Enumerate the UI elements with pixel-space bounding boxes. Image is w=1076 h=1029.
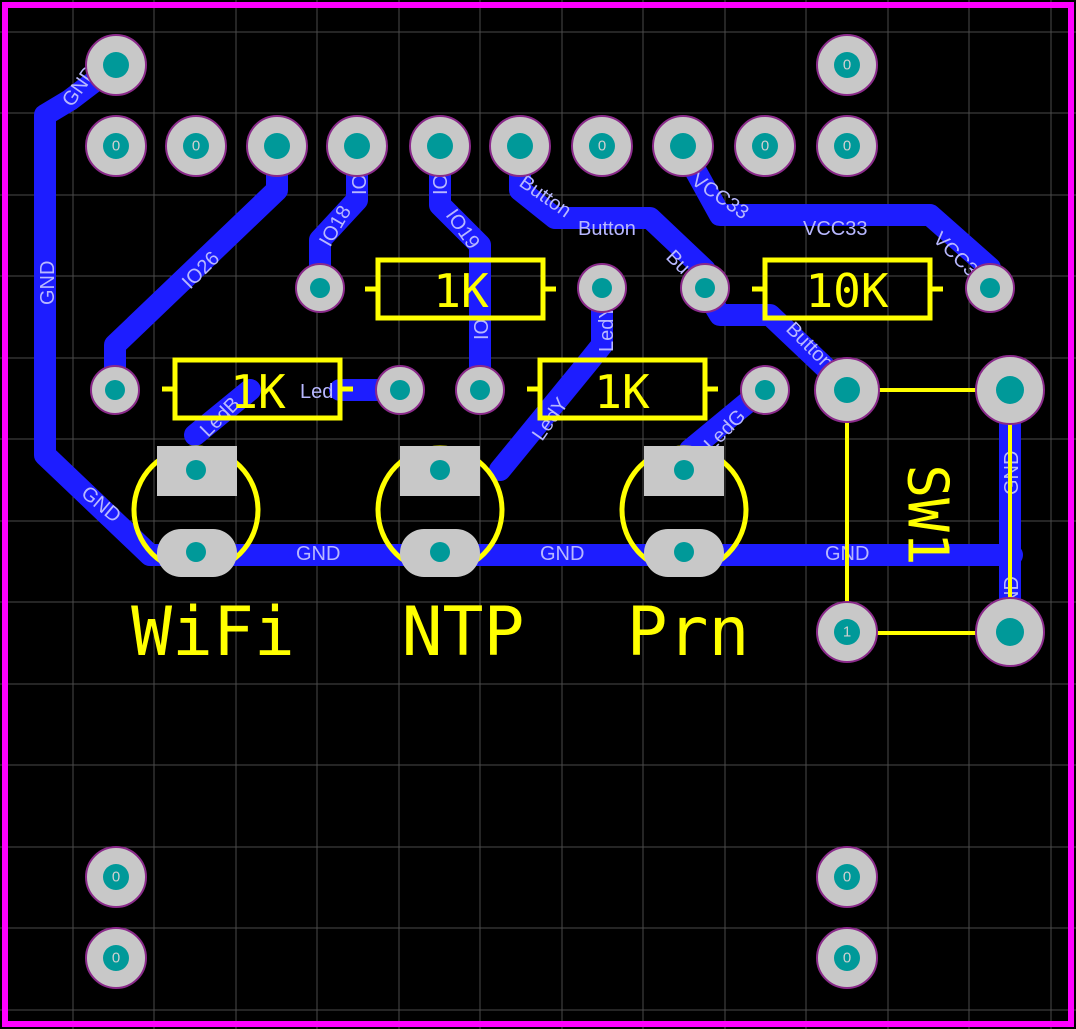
pad-drill-8 (589, 133, 615, 159)
led-label-wifi: WiFi (131, 593, 295, 672)
pad-drill-12 (310, 278, 330, 298)
pad-drill-4 (264, 133, 290, 159)
pad-number-24: 0 (112, 869, 120, 886)
pad-drill-24 (103, 864, 129, 890)
pad-drill-6 (427, 133, 453, 159)
pad-number-25: 0 (843, 869, 851, 886)
pad-drill-19 (755, 380, 775, 400)
pad-number-27: 0 (843, 950, 851, 967)
net-label-io-cut-2: IO (430, 174, 452, 195)
pad-drill-14 (695, 278, 715, 298)
ledb-trace (184, 379, 261, 446)
pad-drill-1 (834, 52, 860, 78)
resistor-r-bottom-right: 1K (527, 357, 718, 421)
led-pads (157, 446, 724, 577)
gnd-trace-left (34, 54, 1023, 566)
net-label-vcc33-2: VCC33 (803, 218, 867, 240)
switch-sw1: SW1 (845, 388, 1012, 635)
resistor-value-r-top-left: 1K (433, 264, 489, 318)
led-label-ntp: NTP (402, 593, 525, 672)
resistor-value-r-top-right: 10K (805, 264, 888, 318)
pad-drill-17 (390, 380, 410, 400)
pad-drill-5 (344, 133, 370, 159)
net-label-gnd-1: GND (296, 543, 340, 565)
pad-number-11: 0 (843, 138, 851, 155)
pad-drill-18 (470, 380, 490, 400)
pad-drill-21 (996, 376, 1024, 404)
switch-designator: SW1 (895, 464, 960, 565)
pad-drill-27 (834, 945, 860, 971)
pad-drill-25 (834, 864, 860, 890)
pad-number-22: 1 (843, 624, 851, 641)
resistor-value-r-bottom-left: 1K (230, 365, 286, 419)
net-label-button-2: Button (578, 218, 636, 240)
pad-drill-13 (592, 278, 612, 298)
led-label-prn: Prn (627, 593, 750, 672)
net-label-io-cut-1: IO (349, 174, 371, 195)
through-hole-pads: 0 0 0 0 0 0 1 0 0 0 0 (85, 34, 1045, 989)
pad-drill-7 (507, 133, 533, 159)
resistor-r-top-left: 1K (365, 257, 556, 321)
net-label-led: Led (300, 381, 333, 403)
ledy-trace (489, 277, 613, 481)
pad-drill-0 (103, 52, 129, 78)
pad-drill-2 (103, 133, 129, 159)
pad-number-10: 0 (761, 138, 769, 155)
pad-drill-9 (670, 133, 696, 159)
pad-number-26: 0 (112, 950, 120, 967)
pad-drill-16 (105, 380, 125, 400)
net-label-io-cut-3: IO (471, 319, 493, 340)
net-label-gnd-2: GND (540, 543, 584, 565)
pad-number-3: 0 (192, 138, 200, 155)
resistor-value-r-bottom-right: 1K (594, 365, 650, 419)
pad-drill-26 (103, 945, 129, 971)
pad-drill-15 (980, 278, 1000, 298)
pad-drill-23 (996, 618, 1024, 646)
net-label-ledy-1: LedY (596, 305, 618, 352)
pad-drill-20 (834, 377, 860, 403)
pad-drill-11 (834, 133, 860, 159)
pad-number-2: 0 (112, 138, 120, 155)
pad-drill-22 (834, 619, 860, 645)
pad-drill-3 (183, 133, 209, 159)
pad-number-1: 0 (843, 57, 851, 74)
pad-number-8: 0 (598, 138, 606, 155)
pad-drill-10 (752, 133, 778, 159)
net-label-gnd-left: GND (37, 261, 59, 305)
resistor-r-top-right: 10K (752, 257, 943, 321)
resistor-r-bottom-left: 1K (162, 357, 353, 421)
